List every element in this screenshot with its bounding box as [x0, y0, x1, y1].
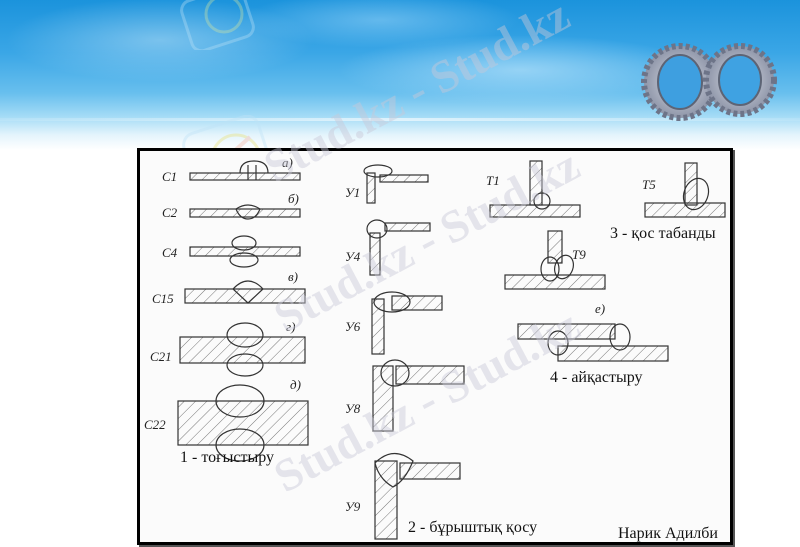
corner-joint-y6: [371, 291, 443, 355]
corner-joint-y4: [366, 219, 431, 276]
author-credit: Нарик Адилби: [618, 525, 718, 542]
svg-text:Т1: Т1: [486, 173, 500, 188]
svg-text:г): г): [286, 319, 295, 334]
hummingbird-logo-icon: [180, 0, 255, 50]
svg-text:C21: C21: [150, 349, 172, 364]
svg-text:У9: У9: [345, 499, 361, 514]
lap-joint: [517, 323, 669, 362]
header-highlight: [0, 118, 800, 121]
svg-text:Т5: Т5: [642, 177, 656, 192]
tee-joint-t5: [644, 162, 726, 218]
corner-joint-y9: [374, 452, 461, 540]
svg-text:б): б): [288, 191, 299, 206]
svg-text:У4: У4: [345, 249, 361, 264]
svg-text:д): д): [290, 377, 301, 392]
svg-text:Т9: Т9: [572, 247, 586, 262]
svg-text:C2: C2: [162, 205, 178, 220]
caption-tee-joints: 3 - қос табанды: [610, 225, 716, 242]
figure-frame: C1 а) C2 б) C4 C15 в) C21 г) C22 д) У1 У…: [137, 148, 733, 545]
tee-joint-t1: [489, 160, 581, 218]
svg-text:C15: C15: [152, 291, 174, 306]
svg-text:а): а): [282, 155, 293, 170]
weld-joints-diagram: C1 а) C2 б) C4 C15 в) C21 г) C22 д) У1 У…: [144, 155, 726, 540]
svg-text:У1: У1: [345, 185, 360, 200]
corner-joint-y1: [363, 164, 429, 204]
caption-lap-joints: 4 - айқастыру: [550, 369, 643, 386]
caption-butt-joints: 1 - тоғыстыру: [180, 449, 275, 466]
svg-text:в): в): [288, 269, 298, 284]
svg-text:У6: У6: [345, 319, 361, 334]
svg-text:C4: C4: [162, 245, 178, 260]
caption-corner-joints: 2 - бұрыштық қосу: [408, 519, 538, 536]
butt-joint-c22: [177, 384, 309, 462]
label-c1: C1: [162, 169, 177, 184]
butt-joint-c15: [184, 280, 306, 304]
corner-joint-y8: [372, 359, 465, 432]
butt-joint-c4: [189, 235, 301, 268]
butt-joint-c21: [179, 322, 306, 377]
svg-text:е): е): [595, 301, 605, 316]
tee-joint-t9: [504, 230, 606, 290]
svg-text:C22: C22: [144, 417, 166, 432]
svg-text:У8: У8: [345, 401, 361, 416]
butt-joint-c1: [189, 160, 301, 181]
gears-icon: [641, 43, 777, 121]
butt-joint-c2: [189, 204, 301, 220]
